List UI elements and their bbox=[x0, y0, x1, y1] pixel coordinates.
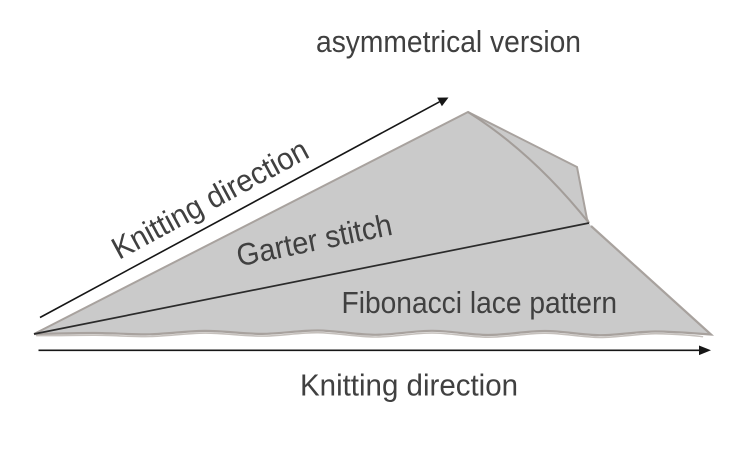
svg-text:Fibonacci lace pattern: Fibonacci lace pattern bbox=[342, 285, 618, 320]
svg-text:Knitting direction: Knitting direction bbox=[300, 368, 518, 403]
svg-text:asymmetrical version: asymmetrical version bbox=[316, 24, 581, 59]
